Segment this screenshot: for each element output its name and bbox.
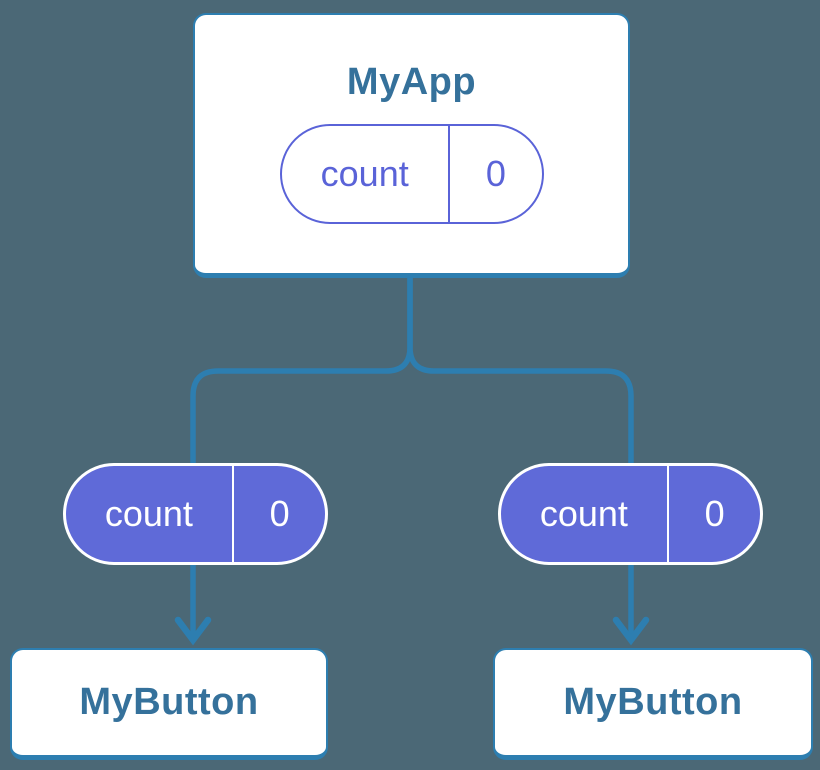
left-arrow-head-icon (174, 616, 212, 646)
component-card-myapp: MyApp count 0 (193, 13, 630, 278)
left-child-state-pill: count 0 (63, 463, 328, 565)
pill-divider (666, 466, 670, 562)
mybutton-title: MyButton (79, 681, 259, 723)
component-card-mybutton-right: MyButton (493, 648, 813, 760)
myapp-title: MyApp (346, 61, 477, 103)
connector-root-to-right-child (407, 276, 634, 464)
myapp-state-pill: count 0 (279, 124, 544, 224)
state-label: count (539, 493, 628, 534)
state-label: count (104, 493, 193, 534)
right-arrow-head-icon (612, 616, 650, 646)
connector-root-to-left-child (190, 276, 413, 464)
component-card-mybutton-left: MyButton (10, 648, 328, 760)
mybutton-title: MyButton (563, 681, 743, 723)
state-value: 0 (485, 153, 506, 194)
pill-divider (231, 466, 235, 562)
pill-divider (447, 126, 451, 222)
state-value: 0 (269, 493, 290, 534)
state-label: count (320, 153, 409, 194)
state-value: 0 (704, 493, 725, 534)
right-child-state-pill: count 0 (498, 463, 763, 565)
